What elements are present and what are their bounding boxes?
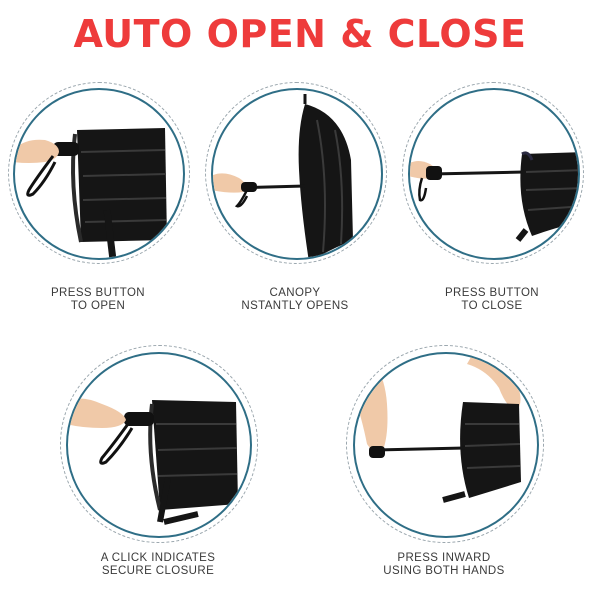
hand-holding-folded-umbrella-illustration: [15, 128, 167, 258]
step-caption: CANOPY NSTANTLY OPENS: [241, 287, 349, 312]
step-photo: [13, 88, 185, 260]
two-hands-pushing-umbrella-inward-illustration: [355, 354, 521, 503]
hand-clicking-folded-umbrella-illustration: [68, 398, 238, 525]
step-caption: PRESS BUTTON TO OPEN: [50, 287, 146, 312]
step-photo: [408, 88, 580, 260]
step-photo: [66, 352, 252, 538]
step-caption: PRESS INWARD USING BOTH HANDS: [383, 552, 505, 577]
dashed-ring: [60, 345, 258, 543]
step-caption: PRESS BUTTON TO CLOSE: [444, 287, 540, 312]
step-photo: [353, 352, 539, 538]
dashed-ring: [346, 345, 544, 543]
step-caption: A CLICK INDICATES SECURE CLOSURE: [100, 552, 216, 577]
page-title: AUTO OPEN & CLOSE: [73, 12, 527, 56]
dashed-ring: [205, 82, 387, 264]
dashed-ring: [402, 82, 584, 264]
step-photo: [211, 88, 383, 260]
hand-holding-open-umbrella-sideways-illustration: [410, 151, 578, 242]
umbrella-opening-upward-illustration: [213, 94, 353, 258]
dashed-ring: [8, 82, 190, 264]
